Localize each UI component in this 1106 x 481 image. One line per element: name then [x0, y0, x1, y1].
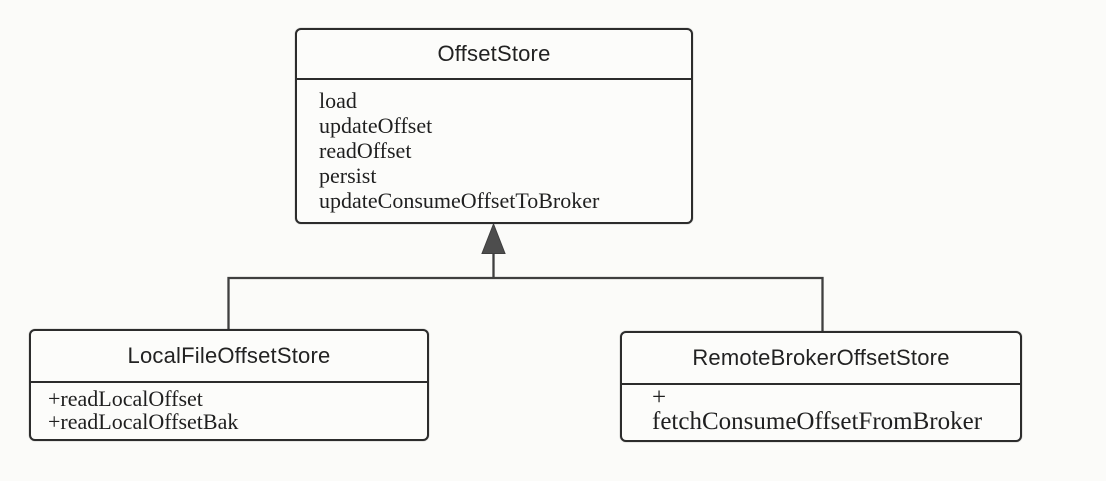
generalization-arrowhead-icon	[481, 222, 506, 254]
method-readlocaloffset: +readLocalOffset	[48, 386, 203, 411]
method-readoffset: readOffset	[319, 138, 412, 163]
class-box-remotebrokeroffsetstore: RemoteBrokerOffsetStore + fetchConsumeOf…	[620, 331, 1022, 442]
method-readlocaloffsetbak: +readLocalOffsetBak	[48, 409, 239, 434]
class-box-localfileoffsetstore: LocalFileOffsetStore +readLocalOffset +r…	[29, 329, 429, 441]
method-plus-visibility: +	[652, 384, 667, 411]
method-load: load	[319, 88, 357, 113]
class-name-remotebrokeroffsetstore: RemoteBrokerOffsetStore	[622, 333, 1020, 385]
class-box-offsetstore: OffsetStore load updateOffset readOffset…	[295, 28, 693, 224]
method-persist: persist	[319, 163, 377, 188]
class-name-localfileoffsetstore: LocalFileOffsetStore	[31, 331, 427, 383]
methods-localfileoffsetstore: +readLocalOffset +readLocalOffsetBak	[31, 383, 427, 433]
connector-bus-line	[227, 276, 824, 333]
methods-offsetstore: load updateOffset readOffset persist upd…	[297, 80, 691, 213]
methods-remotebrokeroffsetstore: + fetchConsumeOffsetFromBroker	[622, 385, 1020, 434]
class-name-offsetstore: OffsetStore	[297, 30, 691, 80]
method-fetchconsumeoffsetfrombroker: fetchConsumeOffsetFromBroker	[652, 408, 983, 435]
method-updateoffset: updateOffset	[319, 113, 433, 138]
method-updateconsumeoffsettobroker: updateConsumeOffsetToBroker	[319, 188, 600, 213]
